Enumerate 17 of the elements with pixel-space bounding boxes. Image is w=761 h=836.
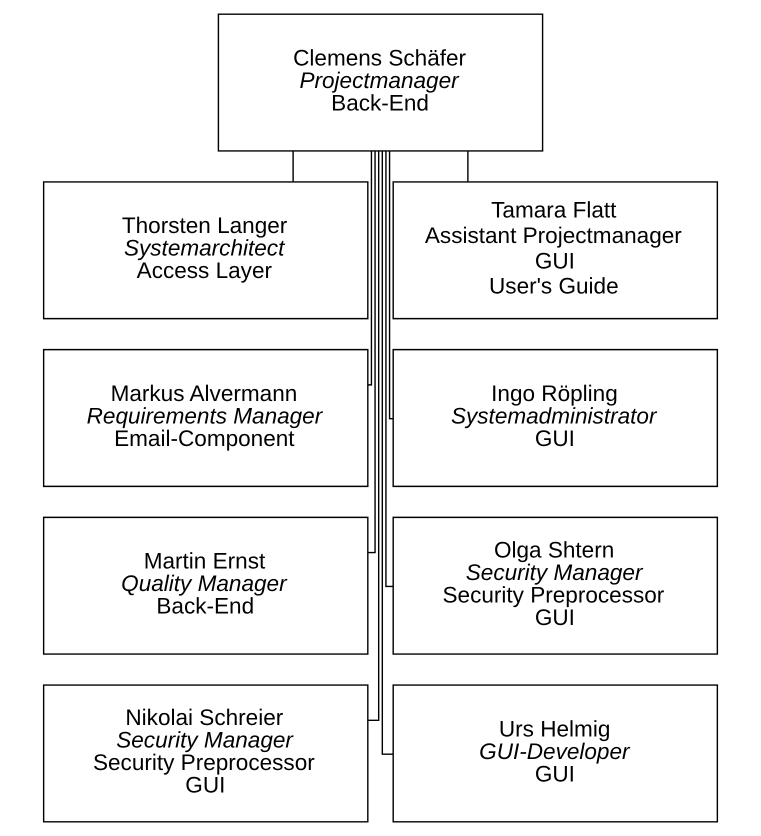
node-box: Tamara Flatt Assistant Projectmanager GUI User's Guide xyxy=(392,181,718,320)
node-box: Ingo Röpling Systemadministrator GUI xyxy=(392,348,718,488)
connector xyxy=(368,151,372,386)
node-box: Markus Alvermann Requirements Manager Email-Component xyxy=(42,348,369,488)
connector xyxy=(388,150,394,420)
node-box: Martin Ernst Quality Manager Back-End xyxy=(42,516,369,655)
connector xyxy=(292,151,294,182)
node-box: Clemens Schäfer Projectmanager Back-End xyxy=(218,13,544,152)
connector xyxy=(368,151,380,722)
node-box: Nikolai Schreier Security Manager Security Preprocessor GUI xyxy=(42,684,369,823)
connector xyxy=(385,151,393,588)
node-box: Thorsten Langer Systemarchitect Access Layer xyxy=(42,181,369,320)
connector xyxy=(368,151,376,554)
connector xyxy=(382,151,394,755)
node-box: Olga Shtern Security Manager Security Preprocessor GUI xyxy=(392,516,718,655)
connector xyxy=(467,151,469,182)
node-box: Urs Helmig GUI-Developer GUI xyxy=(392,684,718,823)
